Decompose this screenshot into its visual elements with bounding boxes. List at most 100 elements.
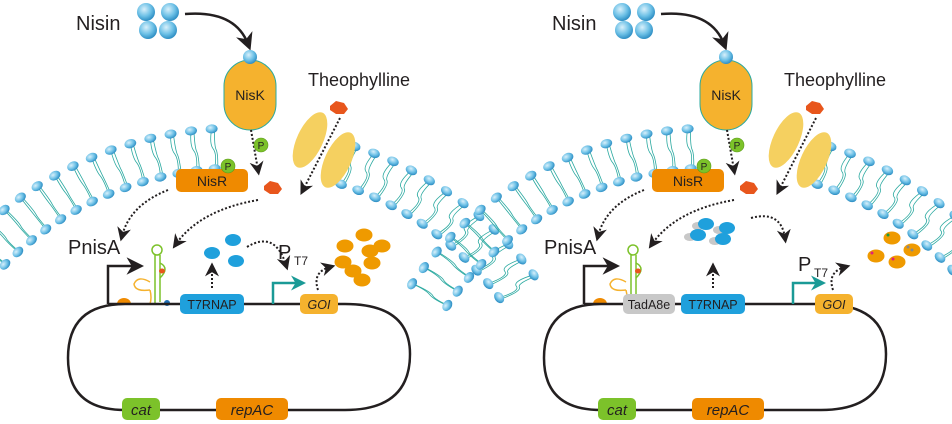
cat-gene	[598, 398, 636, 420]
lipid-head	[934, 252, 946, 263]
theophylline-outside	[806, 101, 824, 114]
theophylline-inside	[740, 181, 758, 194]
pnisa-label: PnisA	[68, 237, 121, 259]
lipid-tail	[926, 217, 952, 246]
plasmid-backbone	[66, 302, 412, 412]
goi-expression-arrow	[830, 262, 851, 291]
t7rnap-protein	[719, 222, 735, 234]
lipid-head	[104, 145, 117, 155]
lipid-tail	[463, 229, 495, 258]
lipid-head	[70, 205, 82, 215]
edit-mark	[886, 233, 890, 237]
pt7-subscript: T7	[294, 254, 308, 268]
repac-gene	[216, 398, 288, 420]
t7rnap-protein	[715, 233, 731, 245]
lipid-head	[144, 133, 157, 143]
lipid-tail	[377, 162, 397, 199]
nisr-to-promoter-arrow	[593, 189, 645, 242]
theophylline-to-riboswitch-arrow	[172, 199, 259, 249]
lipid-tail	[467, 223, 498, 254]
lipid-tail	[466, 230, 498, 259]
bound-theophylline	[159, 268, 165, 274]
lipid-tail	[436, 202, 464, 235]
nisr-phospho-circle	[696, 158, 712, 174]
lipid-tail	[912, 202, 940, 235]
lipid-head	[892, 218, 904, 229]
goi-protein	[336, 239, 354, 253]
edit-mark	[910, 248, 914, 252]
lipid-tail	[129, 143, 144, 182]
lipid-tail	[885, 180, 909, 216]
lipid-head	[352, 185, 364, 196]
lipid-head	[561, 152, 574, 163]
lipid-tail	[75, 166, 96, 203]
lipid-head	[531, 214, 543, 225]
repac-label: repAC	[231, 402, 274, 419]
lipid-head	[899, 175, 911, 186]
lipid-tail	[482, 210, 511, 242]
lipid-tail	[491, 259, 525, 285]
repac-gene	[692, 398, 764, 420]
lipid-tail	[669, 131, 676, 172]
t7rnap-proteins	[204, 234, 244, 267]
lipid-tail	[690, 129, 695, 170]
lipid-head	[459, 217, 471, 229]
lipid-head	[488, 246, 500, 258]
lipid-head	[474, 204, 486, 216]
goi-protein	[363, 256, 381, 270]
rbs-loop	[133, 278, 151, 292]
lipid-tail	[942, 252, 952, 259]
lipid-head	[124, 138, 137, 149]
riboswitch-stem	[154, 255, 161, 304]
nisin-ball	[137, 3, 155, 21]
lipid-tail	[36, 185, 61, 220]
pnisa-promoter-arrow	[582, 257, 620, 304]
channel-right	[320, 132, 356, 188]
lipid-head	[916, 186, 929, 197]
lipid-head	[949, 210, 952, 222]
lipid-tail	[686, 128, 693, 169]
lipid-head	[546, 205, 558, 215]
lipid-tail	[409, 180, 433, 216]
t7rnap-protein	[228, 255, 244, 267]
nisin-ball	[635, 21, 653, 39]
lipid-tail	[836, 154, 854, 192]
tada8e-label: TadA8e	[628, 298, 670, 312]
lipid-head	[630, 172, 643, 182]
goi-protein	[888, 255, 906, 269]
lipid-tail	[91, 157, 110, 195]
lipid-head	[31, 181, 43, 192]
lipid-tail	[499, 198, 526, 231]
lipid-head	[55, 214, 67, 225]
t7rnap-to-pt7-arrow	[750, 215, 791, 244]
lipid-tail	[929, 220, 952, 247]
goi-protein	[373, 239, 391, 253]
cat-gene	[122, 398, 160, 420]
lipid-head	[418, 262, 429, 274]
lipid-tail	[393, 171, 415, 207]
goi-label: GOI	[823, 298, 846, 312]
lipid-tail	[496, 197, 523, 230]
nisin-ball	[613, 3, 631, 21]
lipid-tail	[649, 135, 658, 175]
lipid-tail	[173, 135, 182, 175]
lipid-head	[154, 172, 167, 182]
phospho-circle	[729, 137, 745, 153]
lipid-head	[640, 129, 653, 139]
lipid-head	[407, 278, 418, 290]
pt7-promoter-arrow	[271, 275, 306, 304]
lipid-tail	[605, 143, 620, 182]
pt7-subscript: T7	[814, 266, 828, 280]
lipid-tail	[479, 209, 508, 241]
lipid-head	[844, 148, 856, 159]
goi-protein	[883, 231, 901, 245]
lipid-tail	[551, 166, 572, 203]
theophylline-entry-arrow	[300, 117, 341, 195]
lipid-head	[580, 145, 593, 155]
nisr-label: NisR	[197, 173, 227, 189]
lipid-tail	[94, 158, 113, 196]
lipid-head	[863, 156, 875, 167]
lipid-tail	[190, 130, 198, 171]
lipid-tail	[39, 186, 64, 221]
